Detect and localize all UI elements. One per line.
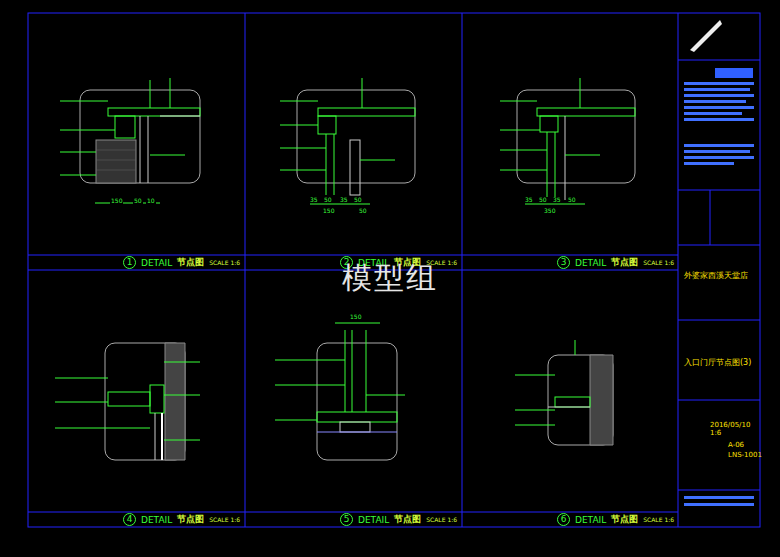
detail-word: DETAIL [141, 258, 172, 268]
scale-text: SCALE 1:6 [643, 259, 674, 266]
scale-text: SCALE 1:6 [209, 259, 240, 266]
callout-number: 3 [557, 256, 570, 269]
detail-caption: 5 DETAIL 节点图 SCALE 1:6 [340, 513, 457, 526]
caption-text: 节点图 [177, 256, 204, 269]
detail-caption: 3 DETAIL 节点图 SCALE 1:6 [557, 256, 674, 269]
detail-word: DETAIL [141, 515, 172, 525]
scale-text: SCALE 1:6 [643, 516, 674, 523]
detail-panel: 3 DETAIL 节点图 SCALE 1:6 [462, 13, 678, 270]
detail-panel: 1 DETAIL 节点图 SCALE 1:6 [28, 13, 245, 270]
dimension-text: 150 [110, 198, 123, 204]
dimension-text: 150 [349, 314, 362, 320]
dimension-text: 10 [146, 198, 156, 204]
dimension-text: 35 [524, 197, 534, 203]
dimension-text: 50 [358, 208, 368, 214]
dimension-text: 50 [353, 197, 363, 203]
dimension-text: 35 [339, 197, 349, 203]
callout-number: 6 [557, 513, 570, 526]
title-block: 外婆家西溪天堂店入口门厅节点图(3) 2016/05/101:6A-06LNS-1… [678, 13, 760, 527]
detail-word: DETAIL [358, 515, 389, 525]
title-block-text: A-06 [728, 441, 744, 449]
dimension-text: 35 [552, 197, 562, 203]
dimension-text: 150 [322, 208, 335, 214]
caption-text: 节点图 [611, 513, 638, 526]
dimension-text: 35 [309, 197, 319, 203]
dimension-text: 50 [567, 197, 577, 203]
detail-panel: 5 DETAIL 节点图 SCALE 1:6 [245, 270, 462, 527]
detail-word: DETAIL [575, 258, 606, 268]
title-block-text: 外婆家西溪天堂店 [684, 270, 748, 281]
caption-text: 节点图 [611, 256, 638, 269]
watermark: 模型组 [342, 263, 438, 293]
callout-number: 4 [123, 513, 136, 526]
detail-panel: 6 DETAIL 节点图 SCALE 1:6 [462, 270, 678, 527]
scale-text: SCALE 1:6 [426, 516, 457, 523]
caption-text: 节点图 [394, 513, 421, 526]
callout-number: 5 [340, 513, 353, 526]
detail-caption: 6 DETAIL 节点图 SCALE 1:6 [557, 513, 674, 526]
scale-text: SCALE 1:6 [209, 516, 240, 523]
callout-number: 1 [123, 256, 136, 269]
title-block-text: 2016/05/10 [710, 421, 750, 429]
dimension-text: 50 [538, 197, 548, 203]
title-block-text: 入口门厅节点图(3) [684, 357, 751, 368]
detail-panel: 2DETAIL节点图SCALE 1:6 [245, 13, 462, 270]
title-block-text: LNS-1001 [728, 451, 762, 459]
title-block-text: 1:6 [710, 429, 721, 437]
dimension-text: 350 [543, 208, 556, 214]
dimension-text: 50 [323, 197, 333, 203]
dimension-text: 50 [133, 198, 143, 204]
detail-caption: 1 DETAIL 节点图 SCALE 1:6 [123, 256, 240, 269]
caption-text: 节点图 [177, 513, 204, 526]
detail-word: DETAIL [575, 515, 606, 525]
detail-caption: 4 DETAIL 节点图 SCALE 1:6 [123, 513, 240, 526]
detail-panel: 4 DETAIL 节点图 SCALE 1:6 [28, 270, 245, 527]
